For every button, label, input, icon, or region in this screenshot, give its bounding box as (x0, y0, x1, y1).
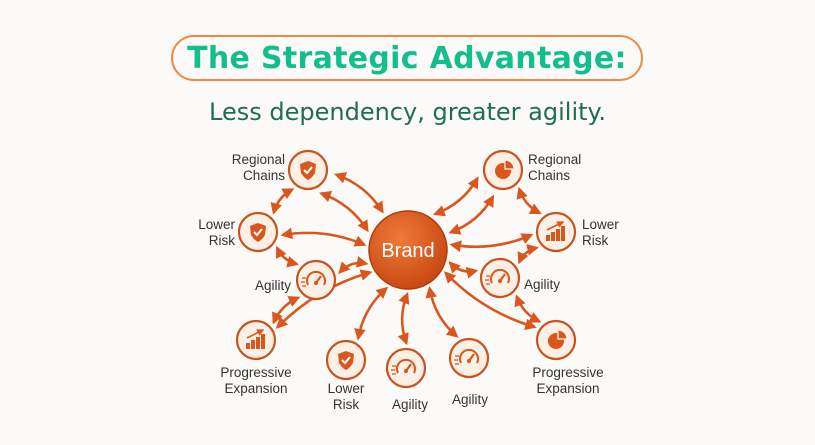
speedometer-icon (454, 348, 479, 365)
node-label: Expansion (536, 381, 599, 396)
brand-hub: Brand (368, 210, 448, 290)
speedometer-icon (485, 268, 510, 285)
node-label: Chains (243, 168, 285, 183)
bidirectional-arrow (270, 188, 295, 215)
node-label: Expansion (224, 381, 287, 396)
node-label: Progressive (220, 365, 291, 380)
node-label: Progressive (532, 365, 603, 380)
node-agility: Agility (448, 337, 490, 407)
bidirectional-arrow (449, 233, 534, 253)
bidirectional-arrow (443, 271, 537, 330)
node-agility: Agility (255, 259, 337, 301)
bar-chart-growth-icon (246, 329, 265, 349)
node-agility: Agility (385, 347, 428, 412)
bidirectional-arrow (280, 227, 367, 247)
bidirectional-arrow (338, 256, 369, 274)
shield-check-icon (250, 223, 266, 242)
node-label: Agility (255, 278, 291, 293)
bidirectional-arrow (448, 261, 479, 279)
title-box: The Strategic Advantage: (171, 35, 643, 81)
bidirectional-arrow (514, 294, 542, 323)
node-label: Risk (582, 233, 608, 248)
bidirectional-arrow (319, 191, 369, 233)
node-label: Regional (232, 152, 285, 167)
bidirectional-arrow (425, 286, 459, 338)
node-label: Lower (198, 217, 235, 232)
bidirectional-arrow (433, 176, 479, 217)
bidirectional-arrow (397, 291, 410, 346)
title: The Strategic Advantage: (187, 40, 627, 76)
bidirectional-arrow (354, 286, 389, 341)
node-label: Agility (392, 397, 428, 412)
bar-chart-growth-icon (546, 221, 565, 241)
bidirectional-arrow (448, 194, 495, 235)
subtitle: Less dependency, greater agility. (209, 98, 606, 126)
pie-chart-icon (495, 159, 515, 179)
pie-chart-icon (548, 329, 568, 349)
bidirectional-arrow (272, 296, 301, 325)
node-agility: Agility (479, 257, 560, 299)
node-label: Risk (209, 233, 235, 248)
speedometer-icon (301, 270, 326, 287)
node-label: Agility (524, 277, 560, 292)
node-label: Regional (528, 152, 581, 167)
bidirectional-arrow (334, 172, 384, 214)
shield-check-icon (338, 351, 354, 370)
node-label: Agility (452, 392, 488, 407)
node-label: Risk (333, 397, 359, 412)
node-label: Lower (328, 381, 365, 396)
bidirectional-arrow (517, 244, 539, 265)
bidirectional-arrow (516, 186, 542, 215)
bidirectional-arrow (275, 245, 300, 268)
speedometer-icon (391, 358, 416, 375)
brand-label: Brand (381, 240, 434, 262)
node-label: Lower (582, 217, 619, 232)
node-label: Chains (528, 168, 570, 183)
shield-check-icon (300, 161, 316, 180)
